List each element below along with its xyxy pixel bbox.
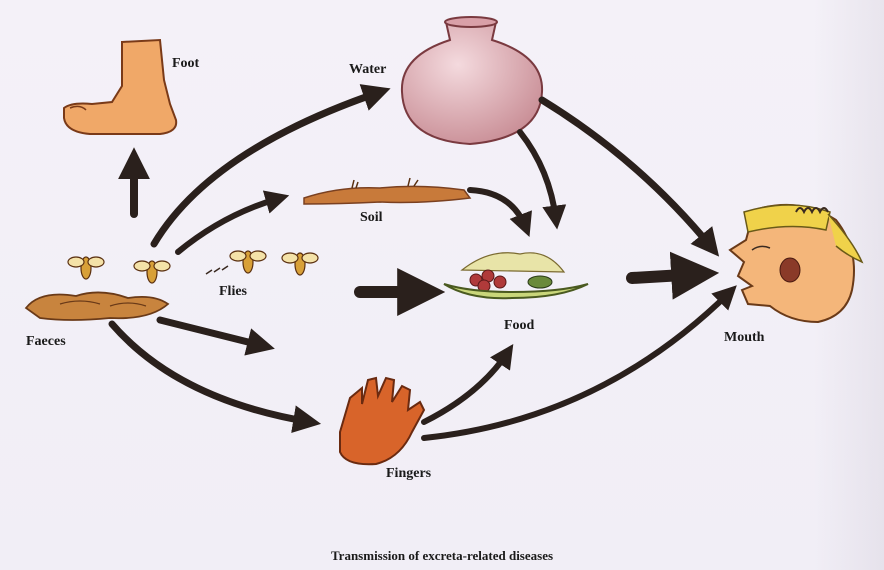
- label-water: Water: [349, 62, 386, 78]
- label-faeces: Faeces: [26, 334, 66, 350]
- arrow-fingers-to-food: [424, 352, 508, 422]
- figure-caption: Transmission of excreta-related diseases: [0, 548, 884, 564]
- arrow-fingers-to-mouth: [424, 292, 730, 438]
- soil-illustration: [304, 178, 470, 204]
- label-foot: Foot: [172, 56, 199, 72]
- label-fingers: Fingers: [386, 466, 431, 482]
- arrow-faeces-to-ground: [160, 320, 264, 346]
- arrow-water-to-food-1: [520, 132, 556, 220]
- fingers-illustration: [340, 378, 424, 464]
- water-pot-illustration: [402, 17, 542, 144]
- arrow-soil-to-food: [470, 190, 526, 228]
- arrow-faeces-to-water: [154, 92, 380, 244]
- food-plate-illustration: [444, 253, 588, 299]
- foot-illustration: [64, 40, 176, 134]
- label-mouth: Mouth: [724, 330, 764, 346]
- label-food: Food: [504, 318, 534, 334]
- fly-4: [282, 253, 318, 275]
- arrow-water-to-food-2: [542, 100, 712, 248]
- arrow-faeces-to-fingers: [112, 324, 310, 422]
- flow-arrows: [112, 92, 730, 438]
- fly-1: [68, 257, 104, 279]
- label-flies: Flies: [219, 284, 247, 300]
- arrow-food-to-mouth: [632, 274, 700, 278]
- arrow-faeces-to-soil: [178, 198, 280, 252]
- label-soil: Soil: [360, 210, 383, 226]
- fly-3: [230, 251, 266, 273]
- flies-illustration: [68, 251, 318, 283]
- fly-2: [134, 261, 170, 283]
- faeces-illustration: [26, 292, 168, 320]
- mouth-person-illustration: [730, 205, 862, 322]
